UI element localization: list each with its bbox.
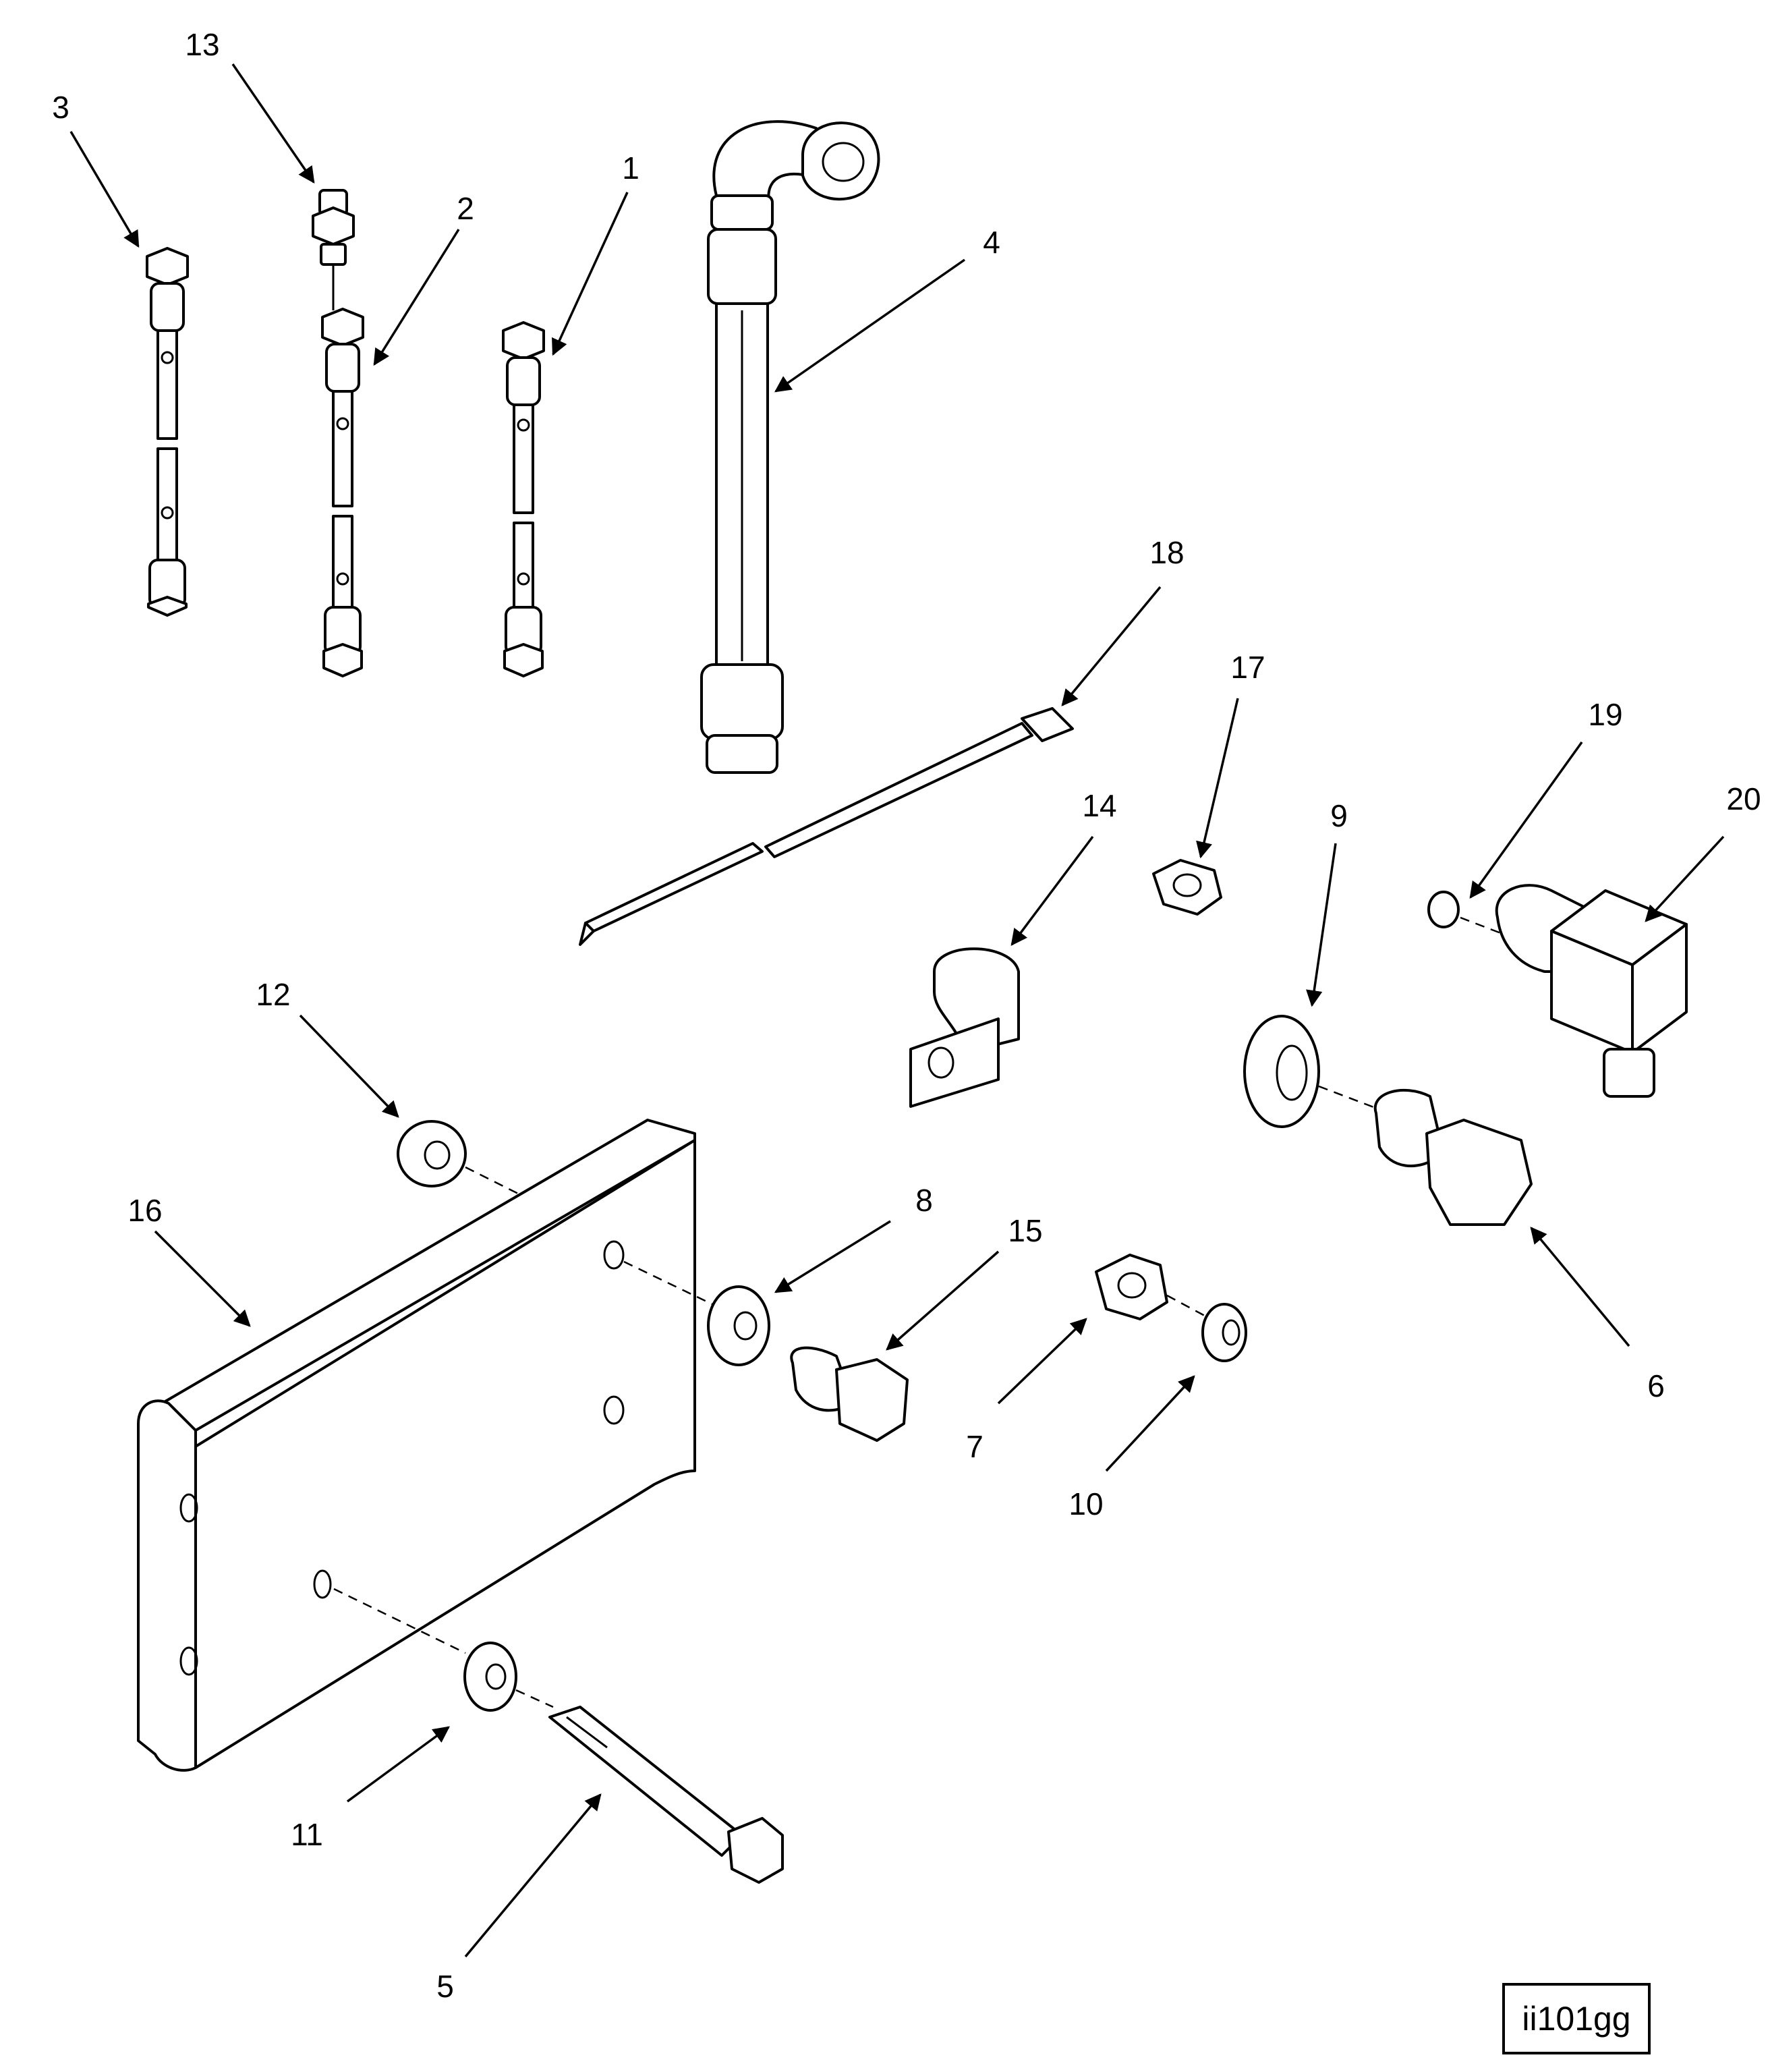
cable-tie-part-18 <box>579 707 1074 946</box>
callout-1: 1 <box>622 150 639 186</box>
callout-4: 4 <box>983 225 1000 260</box>
leader-19 <box>1469 741 1583 899</box>
large-hose-part-4 <box>700 120 880 774</box>
washer-part-12 <box>397 1120 527 1199</box>
lock-washer-part-10 <box>1201 1303 1247 1362</box>
leader-lines <box>69 63 1725 1958</box>
hose-part-3 <box>146 247 189 617</box>
leader-15 <box>886 1250 1000 1351</box>
adapter-fitting-part-13 <box>312 189 355 310</box>
callout-18: 18 <box>1149 535 1184 570</box>
callout-14: 14 <box>1082 788 1116 823</box>
callout-3: 3 <box>52 90 69 125</box>
elbow-fitting-part-20 <box>1495 884 1688 1098</box>
leader-6 <box>1530 1227 1630 1347</box>
callout-12: 12 <box>256 977 290 1012</box>
callout-11: 11 <box>291 1817 323 1852</box>
leader-16 <box>154 1230 251 1327</box>
leader-10 <box>1105 1375 1195 1472</box>
leader-2 <box>373 229 460 366</box>
callout-labels: 3 13 2 1 4 18 14 17 19 20 9 12 16 8 15 6… <box>52 27 1761 2004</box>
leader-18 <box>1061 586 1162 706</box>
lock-washer-part-9 <box>1243 1015 1390 1128</box>
callout-19: 19 <box>1588 697 1622 732</box>
hose-part-1 <box>502 321 545 677</box>
callout-13: 13 <box>185 27 219 62</box>
leader-1 <box>552 192 629 356</box>
long-bolt-part-5 <box>548 1706 784 1884</box>
clamp-part-14 <box>909 947 1020 1108</box>
callout-2: 2 <box>457 191 474 226</box>
callout-16: 16 <box>127 1193 162 1228</box>
leader-20 <box>1645 835 1725 922</box>
leader-11 <box>346 1726 450 1803</box>
washer-part-8 <box>707 1285 770 1366</box>
callout-9: 9 <box>1330 798 1348 833</box>
nut-part-17 <box>1152 859 1222 916</box>
leader-14 <box>1010 835 1094 946</box>
washer-part-11 <box>463 1642 554 1712</box>
o-ring-part-19 <box>1427 891 1505 936</box>
callout-6: 6 <box>1647 1368 1665 1403</box>
leader-7 <box>997 1318 1087 1405</box>
leader-8 <box>774 1220 891 1293</box>
leader-12 <box>299 1014 399 1118</box>
leader-3 <box>69 131 140 248</box>
bolt-part-15 <box>790 1346 909 1442</box>
leader-13 <box>231 63 315 184</box>
callout-5: 5 <box>436 1969 454 2004</box>
callout-8: 8 <box>915 1183 933 1218</box>
leader-5 <box>464 1793 602 1958</box>
hose-part-2 <box>321 308 364 677</box>
callout-17: 17 <box>1230 650 1265 685</box>
leader-17 <box>1196 698 1239 859</box>
leader-9 <box>1306 843 1337 1007</box>
callout-7: 7 <box>966 1429 983 1464</box>
figure-id-label: ii101gg <box>1502 1983 1651 2054</box>
hex-plug-part-6 <box>1373 1088 1533 1226</box>
callout-10: 10 <box>1068 1486 1103 1521</box>
callout-20: 20 <box>1726 781 1761 816</box>
hex-nut-part-7 <box>1095 1254 1211 1320</box>
callout-15: 15 <box>1008 1213 1042 1248</box>
leader-4 <box>774 258 966 393</box>
mounting-bracket-part-16 <box>137 1119 716 1772</box>
